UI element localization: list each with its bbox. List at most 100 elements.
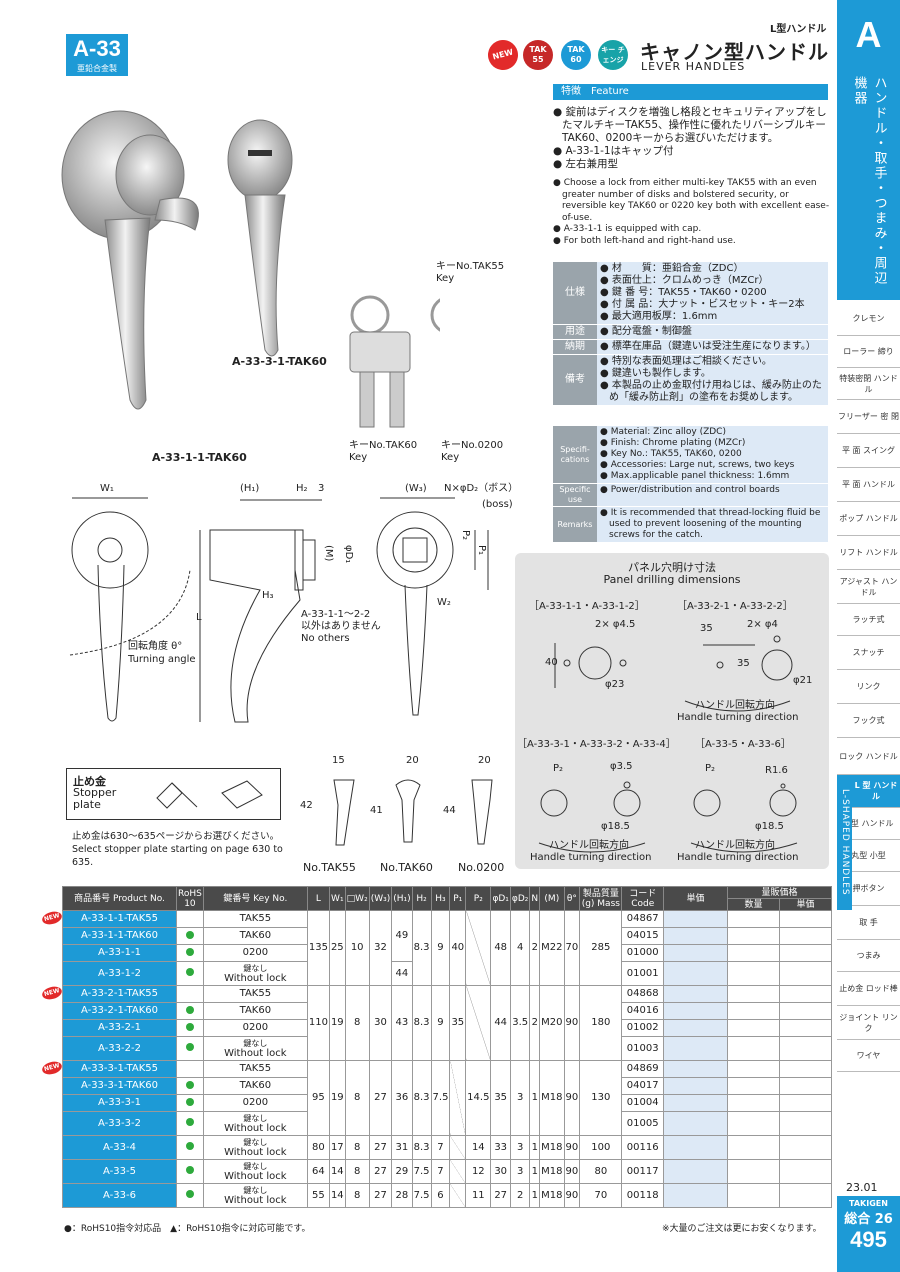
table-header: H₂ <box>411 886 432 911</box>
spec-row: Remarks● It is recommended that thread-l… <box>553 506 828 543</box>
table-header: θ° <box>563 886 581 911</box>
key-dim-41: 41 <box>370 805 383 816</box>
panel-group3: ［A-33-3-1・A-33-3-2・A-33-4］ <box>517 739 676 750</box>
stopper-note: 止め金は630～635ページからお選びください。 Select stopper … <box>72 830 287 869</box>
dim-cell <box>465 910 492 986</box>
bulk-qty <box>727 1159 780 1184</box>
table-subheader: 単価 <box>779 898 832 911</box>
section-title: ハンドル・取手・つまみ・周辺機器 <box>851 76 887 286</box>
spec-line: ● 表面仕上：クロムめっき（MZCr） <box>600 275 769 286</box>
sidebar-item[interactable]: フック式 <box>837 704 900 738</box>
sidebar-item[interactable]: 押ボタン <box>837 872 900 906</box>
key60-caption: キーNo.TAK60 Key <box>349 440 418 463</box>
sidebar-item[interactable]: つまみ <box>837 940 900 972</box>
sidebar-item[interactable]: 平 面 スイング <box>837 434 900 468</box>
bulk-qty <box>727 985 780 1003</box>
rohs-dot-icon <box>185 968 194 976</box>
spec-table-en: Specifi-cations● Material: Zinc alloy (Z… <box>553 426 828 543</box>
stopper-note-en: Select stopper plate starting on page 63… <box>72 844 283 868</box>
dim-cell: 135 <box>306 910 330 986</box>
spec-label: Remarks <box>553 506 597 543</box>
panel-group1: ［A-33-1-1・A-33-1-2］ <box>529 601 645 612</box>
spec-row: 納期● 標準在庫品（鍵違いは受注生産になります。） <box>553 339 828 355</box>
rohs-status <box>176 1135 204 1160</box>
rohs-dot-icon <box>185 1097 194 1106</box>
product-code: 01004 <box>621 1094 664 1112</box>
sidebar-item[interactable]: アジャスト ハンドル <box>837 570 900 604</box>
spec-value: ● Power/distribution and control boards <box>597 483 828 507</box>
rohs-status <box>176 927 204 945</box>
rohs-status <box>176 910 204 928</box>
product-number: A-33-6 <box>62 1183 177 1208</box>
dim-p2: P₂ <box>460 530 471 541</box>
spec-table-jp: 仕様● 材 質：亜鉛合金（ZDC）● 表面仕上：クロムめっき（MZCr）● 鍵 … <box>553 262 828 406</box>
sidebar-item[interactable]: ラッチ式 <box>837 604 900 636</box>
sidebar-item[interactable]: ポップ ハンドル <box>837 502 900 536</box>
bulk-price <box>779 1019 832 1037</box>
dim-cell: 14 <box>328 1159 346 1184</box>
bulk-qty <box>727 1135 780 1160</box>
unit-price <box>663 1060 728 1078</box>
sidebar-item[interactable]: リフト ハンドル <box>837 536 900 570</box>
sidebar-item[interactable]: 特装密閉 ハンドル <box>837 368 900 400</box>
key-change-badge: キー チェンジ <box>598 40 628 70</box>
rohs-dot-icon <box>185 1022 194 1031</box>
unit-price <box>663 1094 728 1112</box>
angle-label-jp: 回転角度 θ° <box>128 641 183 652</box>
rohs-dot-icon <box>185 1166 194 1174</box>
table-header: 量販価格 <box>727 886 832 899</box>
sidebar-item[interactable]: T 型 ハンドル <box>837 808 900 840</box>
sidebar-item[interactable]: クレモン <box>837 302 900 336</box>
bulk-qty <box>727 1019 780 1037</box>
sidebar-item[interactable]: L 型 ハンドル <box>852 775 900 808</box>
dim-cell: 49 <box>391 910 413 962</box>
dim-cell: 8 <box>344 985 370 1061</box>
unit-price <box>663 985 728 1003</box>
sidebar-item[interactable]: 平 面 ハンドル <box>837 468 900 502</box>
sidebar-item[interactable]: スナッチ <box>837 636 900 670</box>
dim-h1: (H₁) <box>240 483 260 494</box>
rohs-dot-icon <box>185 1118 194 1126</box>
sidebar-item[interactable]: ローラー 締り <box>837 336 900 368</box>
key-photo-tak60 <box>349 295 411 428</box>
dim-cell: 14 <box>465 1135 492 1160</box>
rohs-dot-icon <box>185 1142 194 1150</box>
dim-cell: 36 <box>391 1060 413 1136</box>
sidebar-item[interactable]: ロック ハンドル <box>837 738 900 775</box>
spec-line: ● It is recommended that thread-locking … <box>600 508 821 540</box>
spec-line: ● 標準在庫品（鍵違いは受注生産になります。） <box>600 341 816 352</box>
sidebar-item[interactable]: フリーザー 密 閉 <box>837 400 900 434</box>
panel-p2-a: P₂ <box>553 763 564 774</box>
sidebar-item[interactable]: ワイヤ <box>837 1040 900 1072</box>
product-code: 04867 <box>621 910 664 928</box>
section-letter: A <box>855 14 882 55</box>
sidebar-item[interactable]: ジョイント リンク <box>837 1006 900 1040</box>
table-header: P₂ <box>465 886 492 911</box>
spec-line: ● 最大適用板厚：1.6mm <box>600 311 718 322</box>
spec-line: ● 本製品の止め金取付け用ねじは、緩み防止のため「緩み防止剤」の塗布をお奨めしま… <box>600 380 822 403</box>
table-header: 単価 <box>663 886 728 911</box>
rohs-status <box>176 944 204 962</box>
bulk-qty <box>727 927 780 945</box>
panel-turn-en-b: Handle turning direction <box>677 852 799 863</box>
panel-d21: φ21 <box>793 675 813 686</box>
sidebar-item[interactable]: リンク <box>837 670 900 704</box>
dim-cell <box>449 1060 467 1136</box>
dim-cell: 9 <box>430 910 451 986</box>
dim-cell: 7 <box>430 1135 451 1160</box>
dim-cell: 27 <box>368 1183 393 1208</box>
key-label-tak60: No.TAK60 <box>380 861 433 874</box>
sidebar-item[interactable]: 丸型 小型 <box>837 840 900 872</box>
sidebar-item[interactable]: 取 手 <box>837 906 900 940</box>
rohs-status <box>176 1183 204 1208</box>
dim-cell: 4 <box>509 910 531 986</box>
dim-cell: M18 <box>539 1183 565 1208</box>
sidebar-item[interactable]: 止め金 ロッド棒 <box>837 972 900 1006</box>
product-code: 01001 <box>621 961 664 986</box>
dim-cell: 95 <box>306 1060 330 1136</box>
tak60-badge: TAK 60 <box>561 40 591 70</box>
bulk-qty <box>727 944 780 962</box>
